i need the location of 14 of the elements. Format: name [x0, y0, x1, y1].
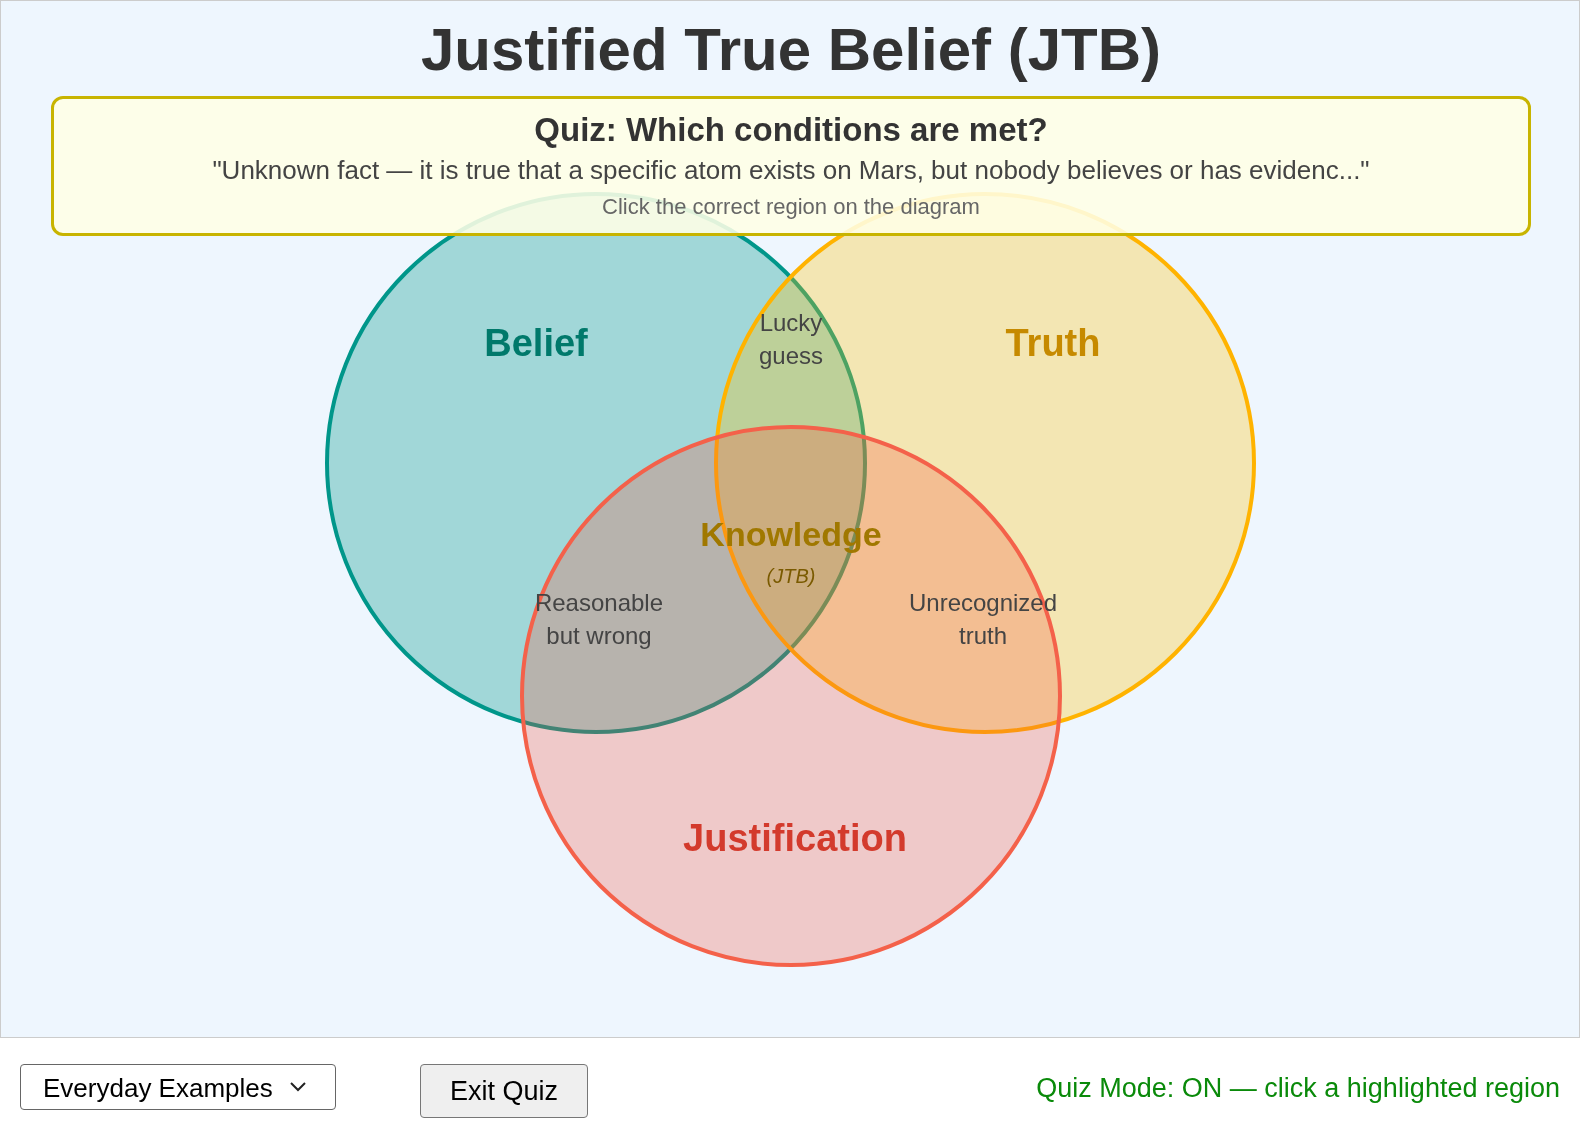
quiz-hint: Click the correct region on the diagram	[601, 194, 981, 220]
title: Justified True Belief (JTB)	[419, 15, 1163, 84]
circle-label: Truth	[1005, 321, 1101, 365]
region-label: Unrecognized truth	[907, 588, 1059, 651]
exit-button: Exit Quiz	[420, 1064, 588, 1118]
status-text: Quiz Mode: ON — click a highlighted region	[1036, 1073, 1560, 1104]
quiz-card	[51, 96, 1531, 236]
circle-label: Justification	[683, 816, 907, 860]
quiz-question: "Unknown fact — it is true that a specific atom exists on Mars, but nobody believes or has evidenc..."	[211, 155, 1371, 186]
circle-label: Belief	[484, 321, 588, 365]
dropdown: Everyday Examples	[20, 1064, 336, 1110]
quiz-heading: Quiz: Which conditions are met?	[533, 111, 1049, 149]
region-label: (JTB)	[766, 563, 816, 589]
region-label: Lucky guess	[757, 308, 824, 371]
